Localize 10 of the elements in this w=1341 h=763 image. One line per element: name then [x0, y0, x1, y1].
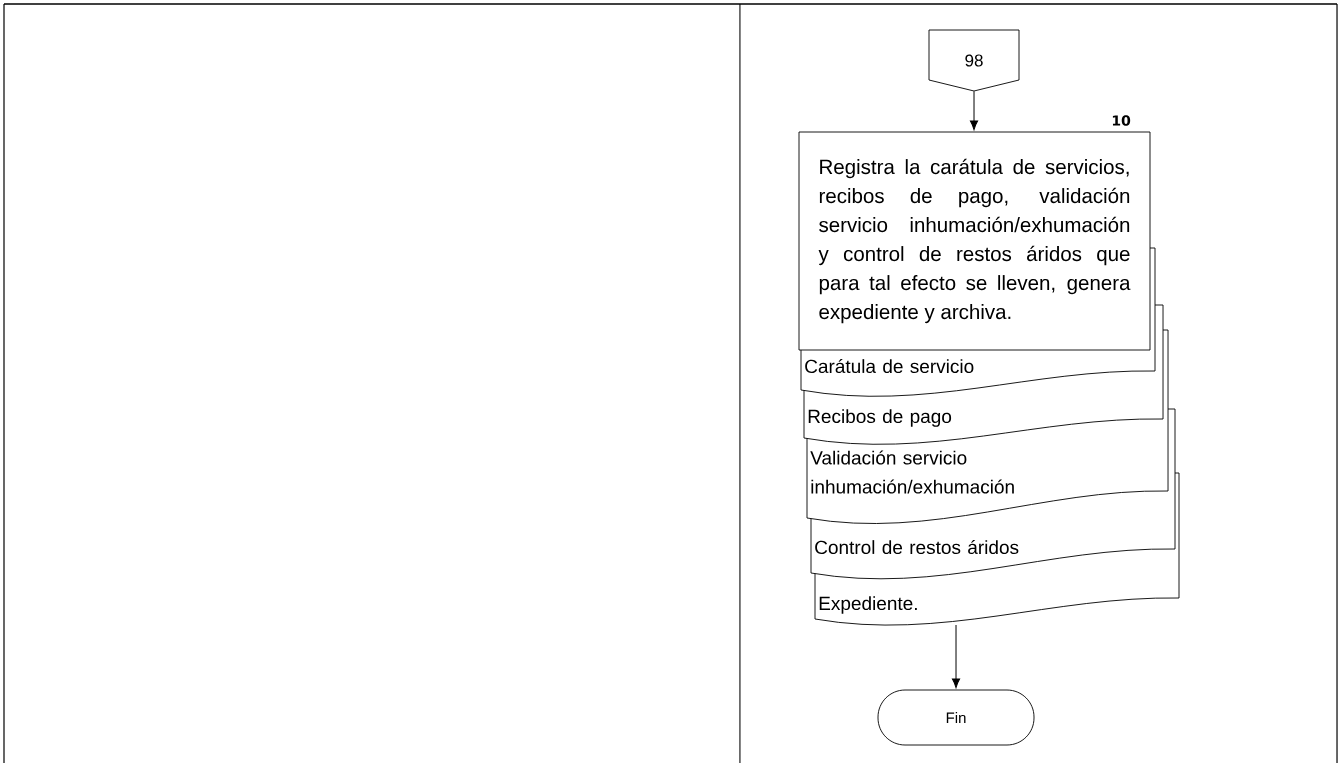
step-number: 10 — [1112, 115, 1131, 126]
document-label: Validación servicio inhumación/exhumación — [810, 450, 1014, 494]
arrow — [951, 624, 961, 689]
document-label: Recibos de pago — [808, 409, 952, 427]
process-box: Registra la carátula de servicios, recibos de pago, validación servicio inhumación/exhumación y control de restos áridos que para tal efecto se lleven, genera expediente y archiva. — [798, 131, 1151, 351]
document-label: Expediente. — [819, 596, 917, 614]
arrow — [969, 90, 979, 131]
document-label: Control de restos áridos — [815, 539, 1019, 555]
document-label: Carátula de servicio — [805, 358, 974, 374]
off-page-connector: 98 — [928, 29, 1020, 92]
